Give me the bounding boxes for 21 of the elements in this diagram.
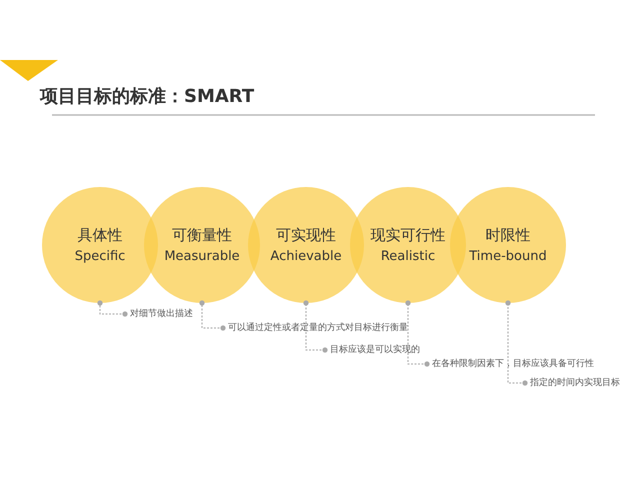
description-text: 在各种限制因素下，目标应该具备可行性 [432,358,594,370]
leader-line [405,300,430,367]
node-subtitle: Specific [74,249,126,264]
leader-line [303,300,328,353]
node-subtitle: Measurable [164,249,240,264]
description-text: 目标应该是可以实现的 [330,344,420,356]
description-text: 可以通过定性或者定量的方式对目标进行衡量 [228,322,408,334]
node-title: 现实可行性 [370,226,446,245]
node-title: 可实现性 [276,226,336,245]
node-title: 具体性 [78,226,122,245]
node-title: 时限性 [486,226,530,245]
node-subtitle: Time-bound [469,249,547,264]
node-subtitle: Realistic [380,249,436,264]
title: 项目目标的标准：SMART [40,85,254,108]
leader-line [199,300,226,331]
leader-line [97,300,128,317]
node-title: 可衡量性 [172,226,232,245]
node-subtitle: Achievable [270,249,342,264]
description-text: 指定的时间内实现目标 [530,377,620,389]
leader-line [505,300,528,386]
description-text: 对细节做出描述 [130,308,193,320]
